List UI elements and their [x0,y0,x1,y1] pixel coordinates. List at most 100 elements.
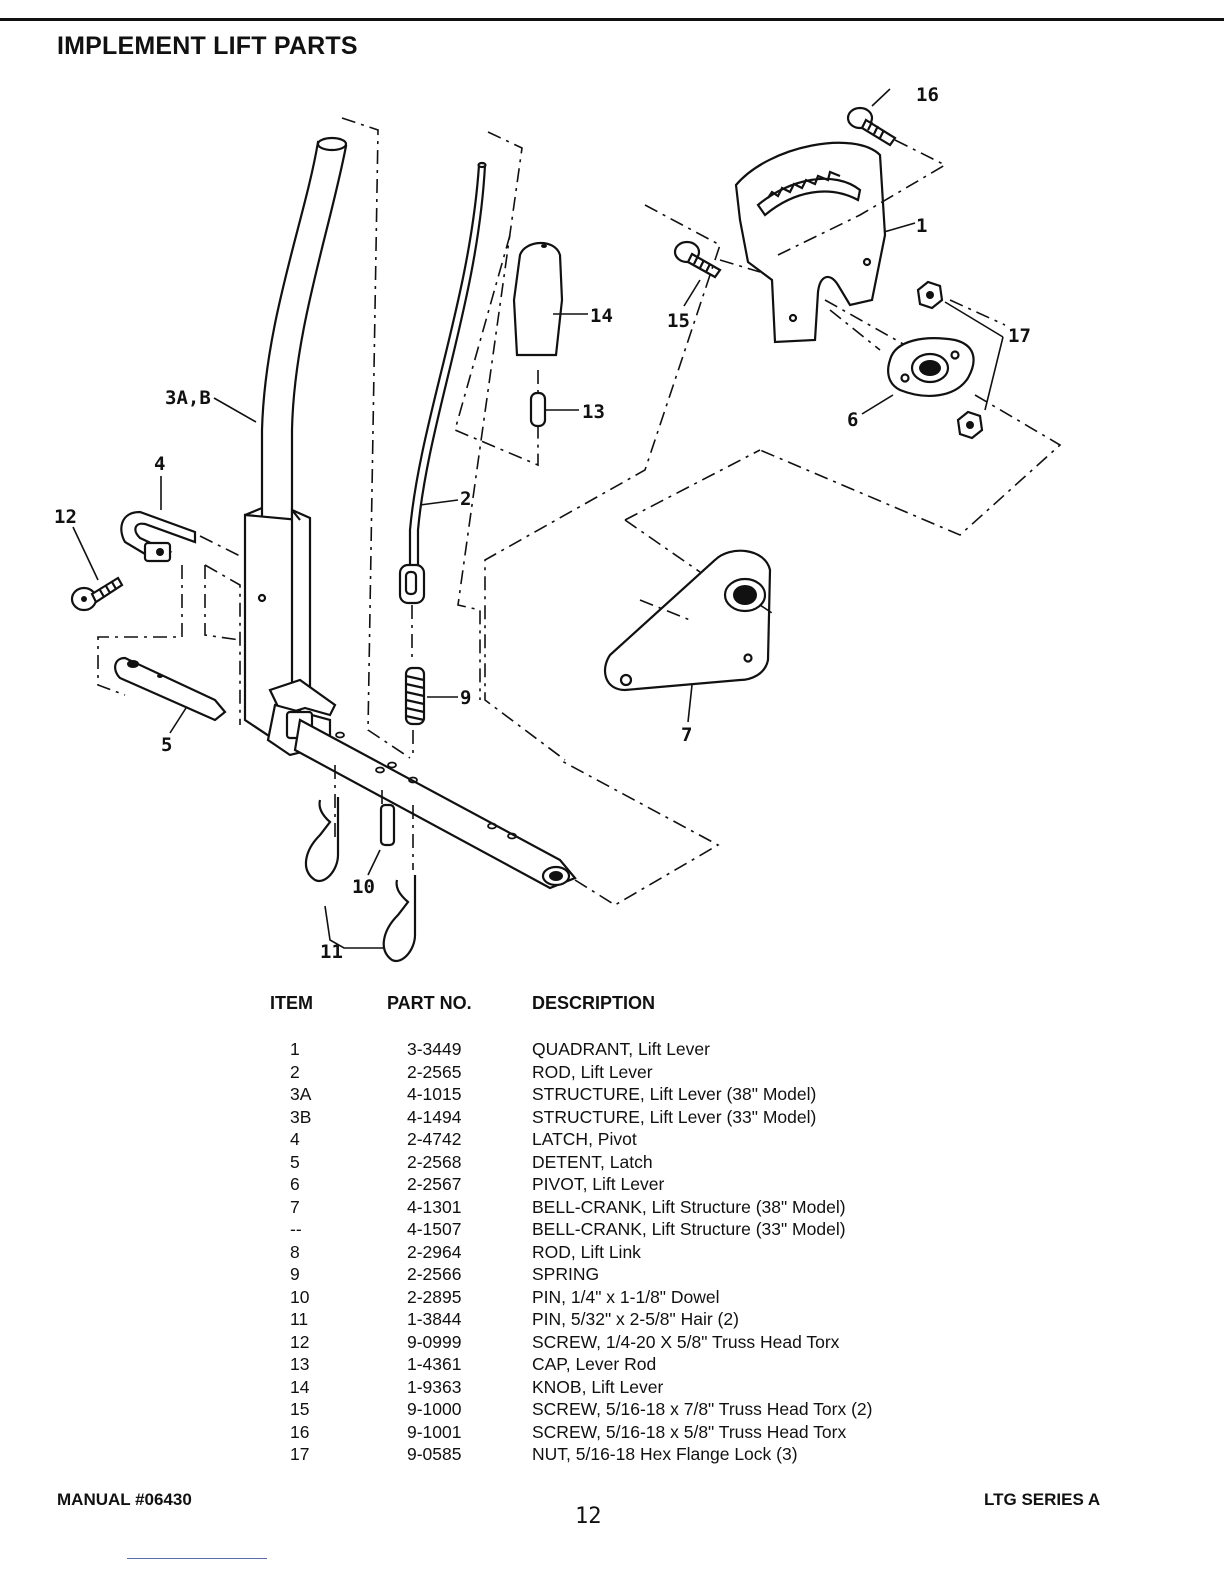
part-number-cell: 9-0585 [407,1444,462,1464]
item-cell: 16 [290,1421,310,1442]
item-cell: 6 [290,1174,300,1194]
description-cell: SPRING [532,1264,600,1284]
item-cell: -- [290,1219,302,1239]
item-cell: 15 [290,1399,310,1419]
column-header-description: DESCRIPTION [532,993,656,1013]
lift-lever-rod [398,131,523,700]
truss-head-screw-16 [846,106,897,147]
item-cell: 14 [290,1376,310,1397]
part-number-cell: 2-2566 [407,1264,462,1284]
description-cell: STRUCTURE, Lift Lever (38" Model) [532,1084,817,1104]
hex-flange-lock-nut-lower [956,410,984,440]
item-cell: 7 [290,1196,300,1217]
part-number-cell: 2-2568 [407,1151,462,1172]
description-cell: KNOB, Lift Lever [532,1376,664,1397]
part-number-cell: 2-2964 [407,1241,462,1262]
callout-labels: 16 1 14 15 17 3A,B 13 6 4 2 12 9 7 5 10 … [54,84,1031,963]
item-cell: 9 [290,1264,300,1284]
description-cell: BELL-CRANK, Lift Structure (33" Model) [532,1219,846,1239]
part-number-cell: 1-4361 [407,1354,462,1374]
item-cell: 2 [290,1061,300,1082]
description-cell: SCREW, 5/16-18 x 5/8" Truss Head Torx [532,1421,847,1442]
callout-4: 4 [154,453,165,475]
part-number-cell: 2-4742 [407,1129,462,1149]
description-cell: NUT, 5/16-18 Hex Flange Lock (3) [532,1444,798,1464]
description-cell: PIVOT, Lift Lever [532,1174,665,1194]
part-number-cell: 2-2567 [407,1174,462,1194]
page-number: 12 [575,1504,602,1529]
part-number-cell: 1-9363 [407,1376,462,1397]
spring [404,605,426,755]
callout-15: 15 [667,310,690,332]
description-cell: PIN, 5/32" x 2-5/8" Hair (2) [532,1309,739,1329]
item-cell: 12 [290,1331,310,1352]
callout-3ab: 3A,B [165,387,211,409]
lift-lever-structure [243,117,720,906]
description-cell: DETENT, Latch [532,1151,653,1172]
leader-lines [72,88,1004,949]
description-cell: SCREW, 5/16-18 x 7/8" Truss Head Torx (2… [532,1399,873,1419]
truss-head-screw-15 [673,240,722,279]
series-name: LTG SERIES A [984,1490,1101,1509]
description-cell: LATCH, Pivot [532,1129,637,1149]
callout-7: 7 [681,724,692,746]
manual-number: MANUAL #06430 [57,1490,192,1509]
part-number-cell: 9-1000 [407,1399,462,1419]
lift-lever-quadrant [719,139,947,346]
exploded-parts-diagram: 16 1 14 15 17 3A,B 13 6 4 2 12 9 7 5 10 … [54,84,1062,963]
part-number-cell: 1-3844 [407,1309,462,1329]
table-row: 4 2-4742 LATCH, Pivot [0,1129,1224,1152]
item-cell: 5 [290,1151,300,1172]
truss-head-torx-screw-12 [70,576,124,612]
description-cell: BELL-CRANK, Lift Structure (38" Model) [532,1196,846,1217]
lift-lever-pivot [484,204,1062,761]
description-cell: PIN, 1/4" x 1-1/8" Dowel [532,1286,720,1307]
item-cell: 13 [290,1354,310,1374]
part-number-cell: 9-0999 [407,1331,462,1352]
callout-10: 10 [352,876,375,898]
column-header-part-no: PART NO. [387,993,472,1013]
callout-9: 9 [460,687,471,709]
column-header-item: ITEM [270,993,313,1013]
callout-1: 1 [916,215,927,237]
hair-pin-right [382,875,417,963]
callout-12: 12 [54,506,77,528]
hair-pin-left [304,797,340,883]
part-number-cell: 9-1001 [407,1421,462,1442]
bottom-rule [127,1558,267,1559]
item-cell: 3A [290,1084,312,1104]
lift-structure-bell-crank [603,449,776,692]
hex-flange-lock-nut-upper [916,280,944,310]
table-row: 16 9-1001 SCREW, 5/16-18 x 5/8" Truss Head… [0,1422,1224,1445]
table-row: 6 2-2567 PIVOT, Lift Lever [0,1174,1224,1197]
part-number-cell: 2-2895 [407,1286,462,1307]
description-cell: CAP, Lever Rod [532,1354,657,1374]
description-cell: STRUCTURE, Lift Lever (33" Model) [532,1106,817,1127]
item-cell: 1 [290,1039,300,1059]
table-row: 9 2-2566 SPRING [0,1264,1224,1287]
callout-2: 2 [460,488,471,510]
table-row: 17 9-0585 NUT, 5/16-18 Hex Flange Lock (3) [0,1444,1224,1467]
part-number-cell: 4-1015 [407,1084,462,1104]
latch-detent [97,564,241,725]
dowel-pin [379,803,396,847]
item-cell: 17 [290,1444,310,1464]
item-cell: 10 [290,1286,310,1307]
item-cell: 4 [290,1129,300,1149]
part-number-cell: 2-2565 [407,1061,462,1082]
table-row: 3A 4-1015 STRUCTURE, Lift Lever (38" Model… [0,1084,1224,1107]
table-row: 14 1-9363 KNOB, Lift Lever [0,1377,1224,1400]
callout-13: 13 [582,401,605,423]
callout-5: 5 [161,734,172,756]
table-row: 5 2-2568 DETENT, Latch [0,1152,1224,1175]
callout-14: 14 [590,305,613,327]
part-number-cell: 4-1494 [407,1106,462,1127]
